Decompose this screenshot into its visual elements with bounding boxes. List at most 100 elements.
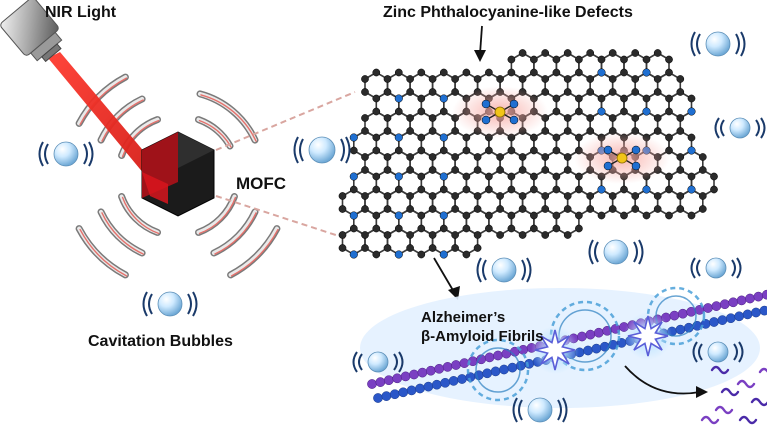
carbon-atom <box>620 68 628 77</box>
carbon-atom <box>428 153 437 161</box>
carbon-atom <box>518 153 527 161</box>
carbon-atom <box>665 68 673 77</box>
carbon-atom <box>372 68 381 77</box>
cavitation-bubble-icon <box>690 31 746 57</box>
carbon-atom <box>507 185 516 194</box>
carbon-atom <box>586 205 595 213</box>
carbon-atom <box>462 250 471 259</box>
fibril-purple-bead <box>753 291 764 302</box>
zinc-defects-label: Zinc Phthalocyanine-like Defects <box>383 4 633 21</box>
carbon-atom <box>372 107 381 116</box>
fibril-blue-bead <box>675 324 686 335</box>
nitrogen-atom <box>642 107 651 116</box>
bubble-wave-left <box>714 117 720 139</box>
fibril-blue-bead <box>734 311 745 322</box>
carbon-atom <box>541 153 550 161</box>
carbon-atom <box>563 75 572 83</box>
fibril-blue-bead <box>448 376 459 386</box>
carbon-atom <box>631 88 640 96</box>
carbon-atom <box>597 94 606 103</box>
carbon-atom <box>676 88 685 96</box>
carbon-atom <box>451 231 459 239</box>
carbon-atom <box>530 68 538 77</box>
carbon-atom <box>597 211 606 220</box>
carbon-atom <box>575 185 583 194</box>
fibril-purple-bead <box>367 379 377 389</box>
carbon-atom <box>361 88 369 96</box>
nitrogen-atom <box>394 94 403 103</box>
fibril-blue-bead <box>751 307 761 318</box>
carbon-atom <box>575 172 583 181</box>
nitrogen-atom <box>597 68 606 77</box>
amyloid-fibrils-label: Alzheimer’s β-Amyloid Fibrils <box>421 308 544 346</box>
carbon-atom <box>394 224 403 233</box>
water-splash <box>549 300 621 372</box>
carbon-atom <box>552 211 561 220</box>
carbon-atom <box>338 231 347 239</box>
nitrogen-atom <box>687 185 696 194</box>
bubble-wave-right <box>345 136 351 164</box>
mofc-label: MOFC <box>236 174 287 193</box>
nitrogen-atom <box>603 161 613 171</box>
peptide-fragment-icon <box>720 387 740 397</box>
bubble-wave-left <box>696 33 701 55</box>
nitrogen-atom <box>631 145 641 155</box>
bubble-sphere <box>491 257 517 283</box>
nitrogen-atom <box>687 107 696 116</box>
carbon-atom <box>563 127 572 135</box>
carbon-atom <box>451 244 459 252</box>
fibril-blue-bead <box>583 345 593 356</box>
fibril-fragments <box>700 365 767 425</box>
bubble-wave-left <box>299 138 304 162</box>
carbon-atom <box>710 172 718 181</box>
bubble-wave-left <box>698 343 703 361</box>
carbon-atom <box>552 185 561 194</box>
wave-arc-highlight <box>101 212 144 255</box>
carbon-atom <box>406 127 414 135</box>
water-splash <box>466 338 530 402</box>
bubble-sphere <box>705 31 731 57</box>
cavitation-bubbles-label: Cavitation Bubbles <box>88 333 233 350</box>
carbon-atom <box>665 185 673 194</box>
wave-arc-highlight <box>101 99 144 142</box>
fibril-purple-bead <box>434 363 445 374</box>
bubble-wave-right <box>733 343 738 361</box>
fibril-blue-bead <box>373 393 383 403</box>
nitrogen-atom <box>603 145 613 155</box>
carbon-atom <box>698 205 707 213</box>
fibril-blue-bead <box>431 379 442 390</box>
carbon-atom <box>552 94 561 103</box>
cavitation-bubbles <box>38 31 766 423</box>
fibril-purple-bead <box>711 301 722 311</box>
carbon-atom <box>473 75 482 83</box>
carbon-atom <box>496 153 504 161</box>
carbon-atom <box>383 88 392 96</box>
nitrogen-atom <box>349 172 358 181</box>
fibril-purple-bead <box>375 377 386 387</box>
carbon-atom <box>507 224 516 233</box>
carbon-atom <box>620 211 628 220</box>
carbon-atom <box>496 205 504 213</box>
carbon-atom <box>451 192 459 200</box>
carbon-atom <box>361 127 369 135</box>
fibril-blue-bead <box>742 309 753 320</box>
carbon-atom <box>406 75 414 83</box>
carbon-atom <box>507 146 516 155</box>
fibril-blue-bead <box>759 305 767 316</box>
carbon-atom <box>586 88 595 96</box>
carbon-atom <box>451 88 459 96</box>
nitrogen-atom <box>394 250 403 259</box>
carbon-atom <box>473 244 482 252</box>
fibril-purple-bead <box>719 299 730 310</box>
carbon-atom <box>485 146 493 155</box>
alzheimers-label-line2: β-Amyloid Fibrils <box>421 328 544 345</box>
wave-arc-highlight <box>230 228 279 277</box>
peptide-fragment-icon <box>736 379 756 389</box>
explosion-star-icon <box>534 329 576 371</box>
carbon-atom <box>541 88 550 96</box>
fibril-purple-bead <box>383 375 394 386</box>
cavitation-bubble-icon <box>476 257 532 283</box>
carbon-atom <box>518 231 527 239</box>
fibril-blue-bead <box>398 387 409 398</box>
wave-arc-highlight <box>79 77 128 126</box>
